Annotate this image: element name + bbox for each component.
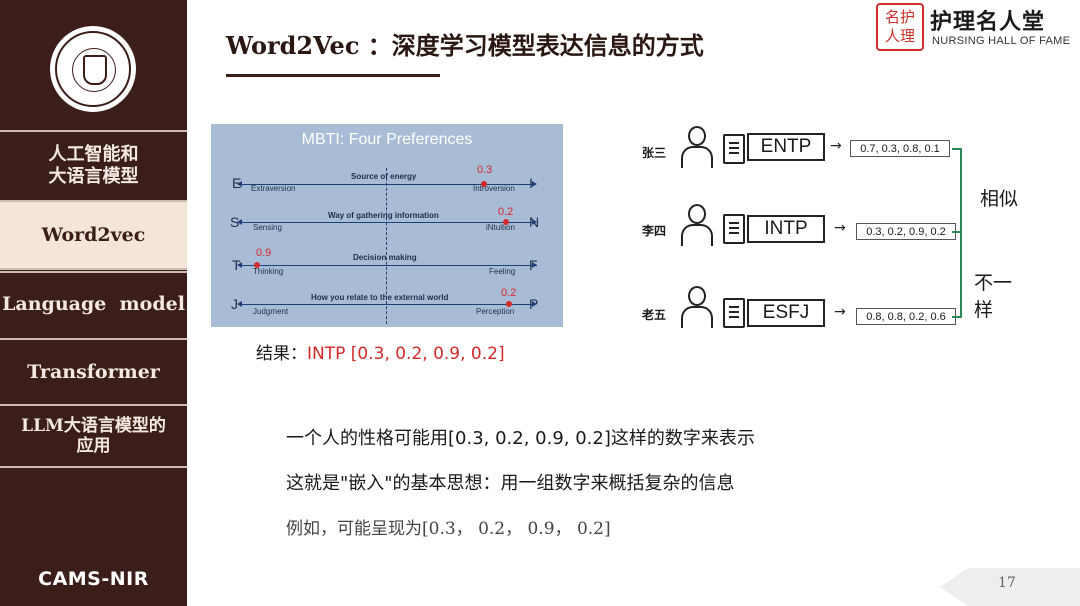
mbti-heading: Way of gathering information — [328, 211, 439, 220]
mbti-marker — [254, 262, 260, 268]
similar-bracket-top — [952, 148, 962, 150]
brand-subtitle: NURSING HALL OF FAME — [932, 35, 1071, 47]
page-number: 17 — [998, 575, 1016, 591]
person-icon — [680, 286, 713, 328]
mbti-type: ESFJ — [762, 302, 810, 323]
nav-item-ai-llm[interactable]: 人工智能和 大语言模型 — [0, 130, 187, 200]
mbti-title: MBTI: Four Preferences — [301, 131, 473, 148]
body-line-3: 例如，可能呈现为[0.3， 0.2， 0.9， 0.2] — [286, 519, 611, 539]
sidebar: 人工智能和 大语言模型 Word2vec Language model Tran… — [0, 0, 187, 606]
nav-item-language-model[interactable]: Language model — [0, 271, 187, 336]
logo-ring — [55, 31, 131, 107]
mbti-right-label: Feeling — [489, 267, 516, 276]
mbti-marker — [503, 219, 509, 225]
mbti-type-box: ESFJ — [747, 299, 825, 327]
mbti-preferences-figure: MBTI: Four Preferences E I Source of ene… — [211, 124, 563, 327]
brand-name: 护理名人堂 — [930, 10, 1046, 35]
person-icon — [680, 204, 713, 246]
mbti-value: 0.2 — [501, 287, 517, 299]
arrow-right-icon: → — [834, 220, 846, 236]
mbti-marker — [481, 181, 487, 187]
vector-box: 0.7, 0.3, 0.8, 0.1 — [850, 140, 950, 157]
clipboard-icon — [723, 134, 745, 164]
different-bracket — [960, 231, 962, 317]
footer-logo-text: CAMS-NIR — [38, 568, 149, 590]
mbti-type-box: INTP — [747, 215, 825, 243]
arrow-right-icon: → — [830, 138, 842, 154]
mbti-left-letter: T — [232, 257, 241, 273]
mbti-marker — [506, 301, 512, 307]
mbti-left-label: Sensing — [253, 223, 282, 232]
mbti-heading: Decision making — [353, 253, 417, 262]
clipboard-icon — [723, 298, 745, 328]
different-label: 不一样 — [974, 272, 1013, 321]
result-label: 结果： — [256, 344, 307, 364]
mbti-left-letter: S — [230, 214, 240, 230]
mbti-right-label: Perception — [476, 307, 515, 316]
mbti-right-letter: I — [529, 175, 533, 191]
nav-item-transformer[interactable]: Transformer — [0, 338, 187, 404]
result-value: INTP [0.3, 0.2, 0.9, 0.2] — [307, 344, 505, 364]
mbti-left-label: Thinking — [253, 267, 284, 276]
mbti-left-label: Extraversion — [251, 184, 296, 193]
vector-box: 0.8, 0.8, 0.2, 0.6 — [856, 308, 956, 325]
similar-label: 相似 — [980, 188, 1019, 210]
mbti-axis — [237, 219, 537, 225]
mbti-midline — [386, 168, 387, 324]
body-line-2: 这就是"嵌入"的基本思想：用一组数字来概括复杂的信息 — [286, 473, 735, 494]
arrow-right-icon: → — [834, 304, 846, 320]
nav-item-label: Transformer — [27, 360, 160, 383]
mbti-left-letter: J — [231, 296, 238, 312]
mbti-result: 结果：INTP [0.3, 0.2, 0.9, 0.2] — [256, 339, 505, 364]
nav-item-word2vec[interactable]: Word2vec — [0, 200, 187, 270]
mbti-axis — [237, 262, 537, 268]
nav-item-label: LLM大语言模型的 应用 — [21, 415, 166, 456]
person-name: 老五 — [642, 308, 667, 322]
vector-value: 0.7, 0.3, 0.8, 0.1 — [860, 142, 940, 155]
person-name: 张三 — [642, 146, 667, 160]
body-line-1: 一个人的性格可能用[0.3, 0.2, 0.9, 0.2]这样的数字来表示 — [286, 428, 755, 449]
mbti-left-label: Judgment — [253, 307, 289, 316]
nav-item-label: 人工智能和 大语言模型 — [48, 144, 139, 187]
slide-title: Word2Vec ：深度学习模型表达信息的方式 — [226, 31, 704, 60]
logo-inner-ring — [72, 48, 116, 92]
logo-emblem-icon — [83, 55, 107, 85]
vector-value: 0.3, 0.2, 0.9, 0.2 — [866, 225, 946, 238]
brand-seal-text: 名护 人理 — [884, 8, 915, 45]
nav-item-llm-applications[interactable]: LLM大语言模型的 应用 — [0, 404, 187, 468]
different-bracket-bottom — [952, 316, 962, 318]
mbti-left-letter: E — [232, 175, 241, 191]
mbti-type: ENTP — [760, 136, 812, 157]
mbti-axis — [237, 301, 537, 307]
person-name: 李四 — [642, 224, 667, 238]
mbti-type-box: ENTP — [747, 133, 825, 161]
similar-bracket — [960, 148, 962, 232]
nav-item-label: Word2vec — [41, 223, 146, 246]
mbti-right-label: iNtuition — [486, 223, 515, 232]
mbti-type: INTP — [764, 218, 808, 239]
title-underline — [226, 74, 440, 77]
vector-value: 0.8, 0.8, 0.2, 0.6 — [866, 310, 946, 323]
clipboard-icon — [723, 214, 745, 244]
mbti-heading: Source of energy — [351, 172, 417, 181]
mbti-value: 0.2 — [498, 206, 514, 218]
nav-item-label: Language model — [2, 293, 185, 316]
mbti-value: 0.3 — [477, 164, 493, 176]
mbti-right-label: Introversion — [473, 184, 515, 193]
bracket-join — [952, 231, 962, 233]
mbti-axis — [237, 181, 537, 187]
vector-box: 0.3, 0.2, 0.9, 0.2 — [856, 223, 956, 240]
institute-logo — [50, 26, 136, 112]
mbti-value: 0.9 — [256, 247, 272, 259]
person-icon — [680, 126, 713, 168]
mbti-heading: How you relate to the external world — [311, 293, 449, 302]
brand-seal-icon: 名护 人理 — [876, 3, 924, 51]
persons-embedding-diagram: 张三 ENTP → 0.7, 0.3, 0.8, 0.1 李四 INTP → 0… — [622, 118, 1018, 343]
page-number-tab — [940, 568, 1080, 606]
